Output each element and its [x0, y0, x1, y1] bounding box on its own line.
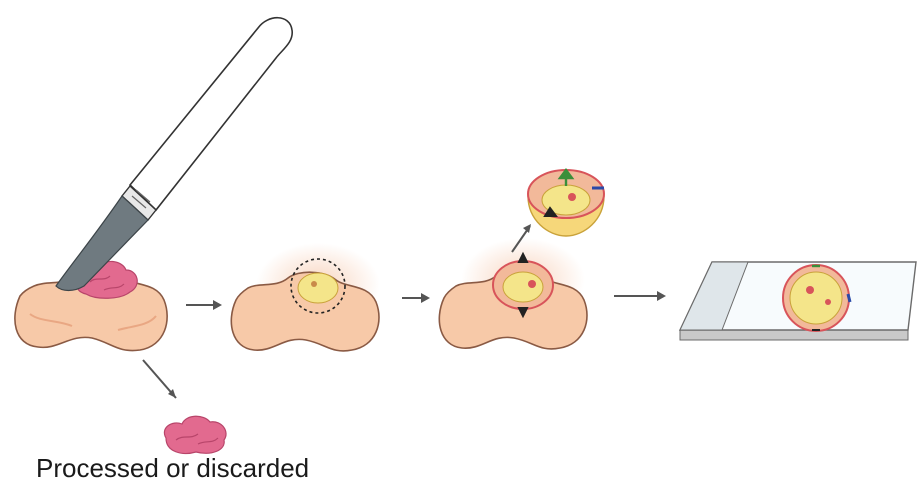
arrow-down-to-specimen [143, 360, 176, 398]
arrow-3 [614, 291, 666, 301]
step-3-layer-removed [439, 224, 587, 349]
arrow-1 [186, 300, 222, 310]
caption-label: Processed or discarded [36, 453, 309, 483]
step-2-marked-margin [231, 243, 380, 351]
section-on-slide [783, 265, 850, 331]
scalpel-icon [56, 18, 292, 291]
tissue-specimen-icon [164, 416, 226, 453]
microscope-slide-icon [680, 262, 916, 340]
inked-specimen-icon [528, 170, 604, 236]
arrow-2 [402, 293, 430, 303]
